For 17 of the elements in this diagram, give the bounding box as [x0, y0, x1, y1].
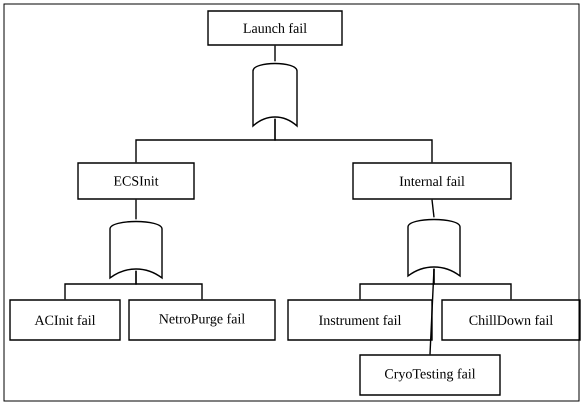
or-gate	[252, 62, 298, 127]
event-box: Instrument fail	[287, 299, 433, 341]
event-box: NetroPurge fail	[128, 299, 276, 341]
connector-line	[429, 268, 435, 354]
event-box: ChillDown fail	[441, 299, 581, 341]
or-gate	[407, 218, 461, 277]
event-box: Internal fail	[352, 162, 512, 200]
connector-line	[274, 46, 276, 62]
connector-line	[135, 270, 203, 300]
event-box: ECSInit	[77, 162, 195, 200]
connector-line	[135, 200, 137, 220]
connector-line	[274, 118, 433, 162]
event-box: ACInit fail	[9, 299, 121, 341]
event-box: Launch fail	[207, 10, 343, 46]
or-gate	[109, 220, 163, 279]
event-box: CryoTesting fail	[359, 354, 501, 396]
connector-line	[431, 200, 435, 218]
